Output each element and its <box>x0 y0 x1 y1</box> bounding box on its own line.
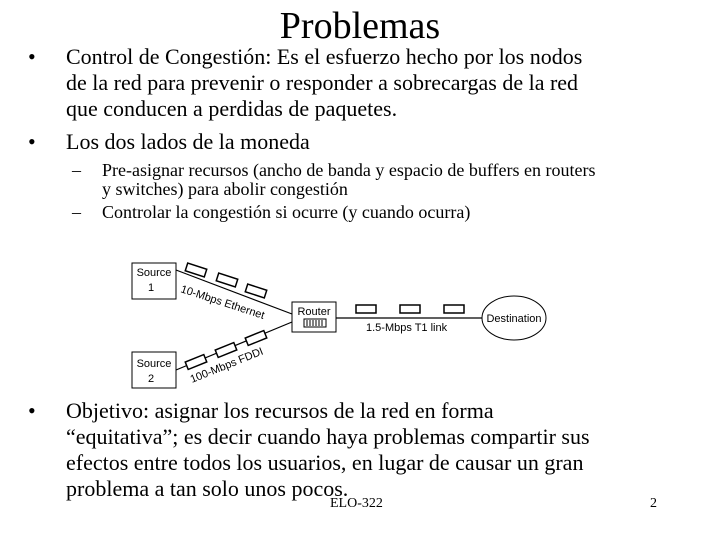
ethernet-link <box>175 269 293 315</box>
subbullet-marker: – <box>72 202 81 222</box>
source1-number: 1 <box>148 282 154 294</box>
t1-link-label: 1.5-Mbps T1 link <box>366 322 448 334</box>
bullet-line: problema a tan solo unos pocos. <box>66 476 349 501</box>
subbullet-line: Pre-asignar recursos (ancho de banda y e… <box>102 160 596 180</box>
bullet-line: Objetivo: asignar los recursos de la red… <box>66 398 494 423</box>
packet-icon <box>399 304 421 314</box>
subbullet-line: Controlar la congestión si ocurre (y cua… <box>102 202 471 222</box>
packet-icon <box>184 353 208 371</box>
packet-icon <box>355 304 377 314</box>
bullet-line: Los dos lados de la moneda <box>66 129 310 154</box>
source1-box <box>131 262 177 300</box>
destination-label: Destination <box>486 313 541 325</box>
bullet-two-sides: • Los dos lados de la moneda <box>28 129 718 157</box>
bullet-line: que conducen a perdidas de paquetes. <box>66 96 398 121</box>
destination-node <box>481 295 547 341</box>
source2-label: Source <box>137 358 172 370</box>
packet-icon <box>244 329 268 347</box>
slide-title: Problemas <box>279 5 441 47</box>
packet-icon <box>443 304 465 314</box>
footer-course: ELO-322 <box>330 496 383 511</box>
source2-box <box>131 351 177 389</box>
packet-icon <box>184 262 208 278</box>
subbullet-control: – Controlar la congestión si ocurre (y c… <box>72 202 712 224</box>
bullet-line: Control de Congestión: Es el esfuerzo he… <box>66 44 583 69</box>
page-number: 2 <box>650 496 657 511</box>
subbullet-preallocate: – Pre-asignar recursos (ancho de banda y… <box>72 160 712 202</box>
subbullet-marker: – <box>72 160 81 180</box>
packet-icon <box>244 283 268 299</box>
bullet-line: “equitativa”; es decir cuando haya probl… <box>66 424 590 449</box>
router-icon <box>303 318 327 328</box>
bullet-marker: • <box>28 44 36 69</box>
bullet-marker: • <box>28 398 36 423</box>
packet-icon <box>215 272 239 288</box>
router-label: Router <box>297 306 330 318</box>
bullet-objective: • Objetivo: asignar los recursos de la r… <box>28 398 718 504</box>
bullet-marker: • <box>28 129 36 154</box>
packet-icon <box>214 341 238 359</box>
bullet-congestion-control: • Control de Congestión: Es el esfuerzo … <box>28 44 718 124</box>
source1-label: Source <box>137 267 172 279</box>
bullet-line: de la red para prevenir o responder a so… <box>66 70 579 95</box>
source2-number: 2 <box>148 373 154 385</box>
bullet-line: efectos entre todos los usuarios, en lug… <box>66 450 584 475</box>
subbullet-line: y switches) para abolir congestión <box>102 179 348 199</box>
